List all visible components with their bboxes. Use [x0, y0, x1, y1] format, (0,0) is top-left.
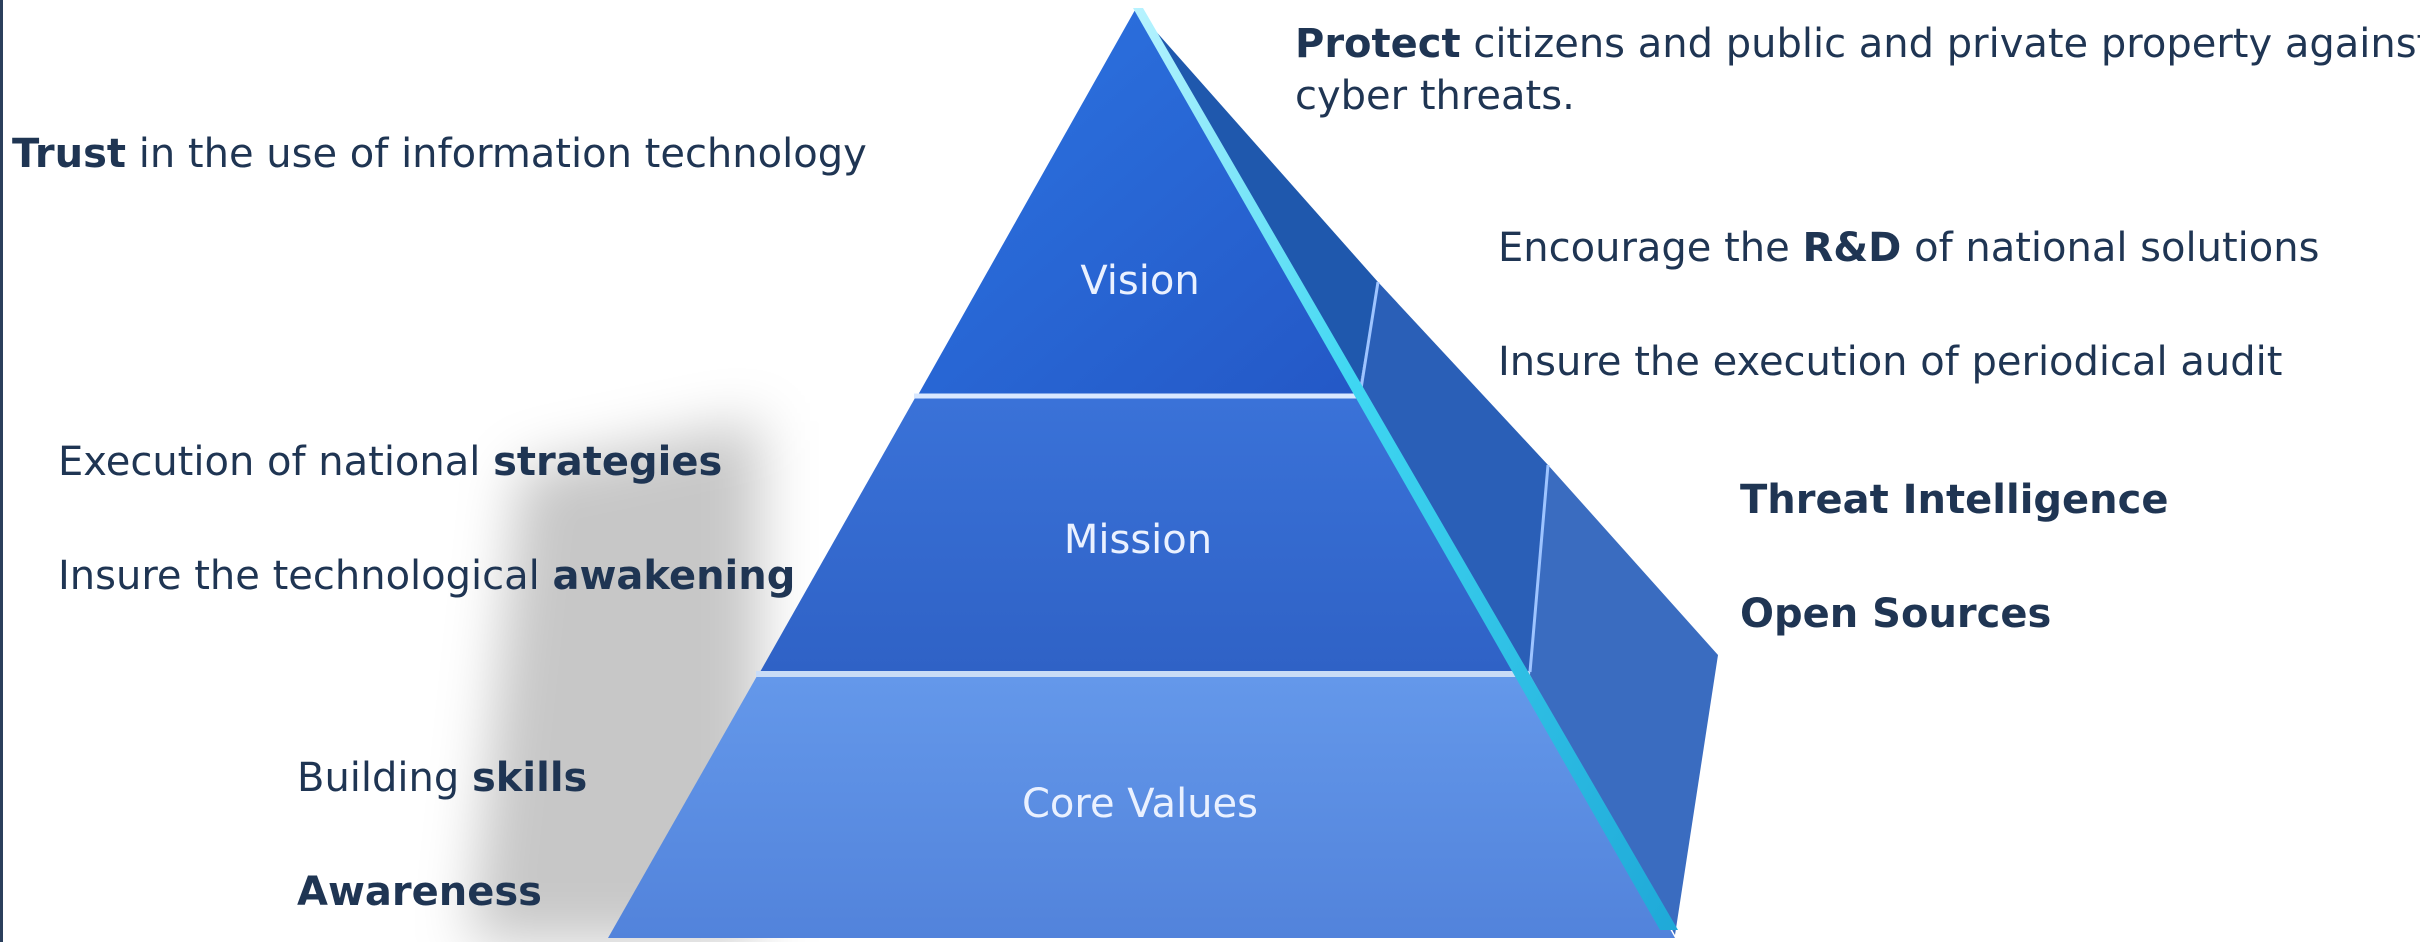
open-sources-bold: Open Sources: [1740, 591, 2052, 637]
insure-tech-bold: awakening: [552, 553, 796, 599]
trust-annotation: Trust in the use of information technolo…: [12, 128, 867, 180]
threat-annotation: Threat Intelligence: [1740, 474, 2168, 526]
side-separator-top: [1358, 281, 1380, 396]
encourage-bold: R&D: [1802, 225, 1902, 271]
open-sources-annotation: Open Sources: [1740, 588, 2051, 640]
core-values-label: Core Values: [1022, 781, 1258, 827]
mission-tier: [760, 398, 1523, 672]
protect-line-2: cyber threats.: [1295, 73, 1575, 119]
threat-bold: Threat Intelligence: [1740, 477, 2169, 523]
insure-tech-annotation: Insure the technological awakening: [58, 550, 795, 602]
pyramid-edge-highlight: [1133, 8, 1678, 930]
insure-audit-annotation: Insure the execution of periodical audit: [1498, 336, 2282, 388]
trust-rest: in the use of information technology: [126, 131, 867, 177]
execution-pre: Execution of national: [58, 439, 494, 485]
building-bold: skills: [471, 755, 588, 801]
building-pre: Building: [297, 755, 472, 801]
insure-audit-text: Insure the execution of periodical audit: [1498, 339, 2283, 385]
awareness-annotation: Awareness: [297, 866, 542, 918]
side-face-bottom: [1530, 465, 1718, 935]
vision-label: Vision: [1080, 258, 1199, 304]
core-values-tier: [608, 676, 1675, 938]
mission-label: Mission: [1064, 517, 1212, 563]
encourage-annotation: Encourage the R&D of national solutions: [1498, 222, 2319, 274]
insure-tech-pre: Insure the technological: [58, 553, 553, 599]
encourage-rest: of national solutions: [1901, 225, 2320, 271]
protect-annotation: Protect citizens and public and private …: [1295, 18, 2420, 122]
building-annotation: Building skills: [297, 752, 587, 804]
vision-tier: [918, 10, 1358, 395]
execution-bold: strategies: [493, 439, 723, 485]
protect-bold: Protect: [1295, 21, 1461, 67]
side-face-middle: [1358, 282, 1548, 675]
protect-rest: citizens and public and private property…: [1460, 21, 2420, 67]
execution-annotation: Execution of national strategies: [58, 436, 722, 488]
side-separator-middle: [1528, 464, 1550, 673]
encourage-pre: Encourage the: [1498, 225, 1803, 271]
left-border-line: [0, 0, 3, 942]
trust-bold: Trust: [12, 131, 127, 177]
protect-line-1: Protect citizens and public and private …: [1295, 18, 2420, 70]
awareness-bold: Awareness: [297, 869, 542, 915]
